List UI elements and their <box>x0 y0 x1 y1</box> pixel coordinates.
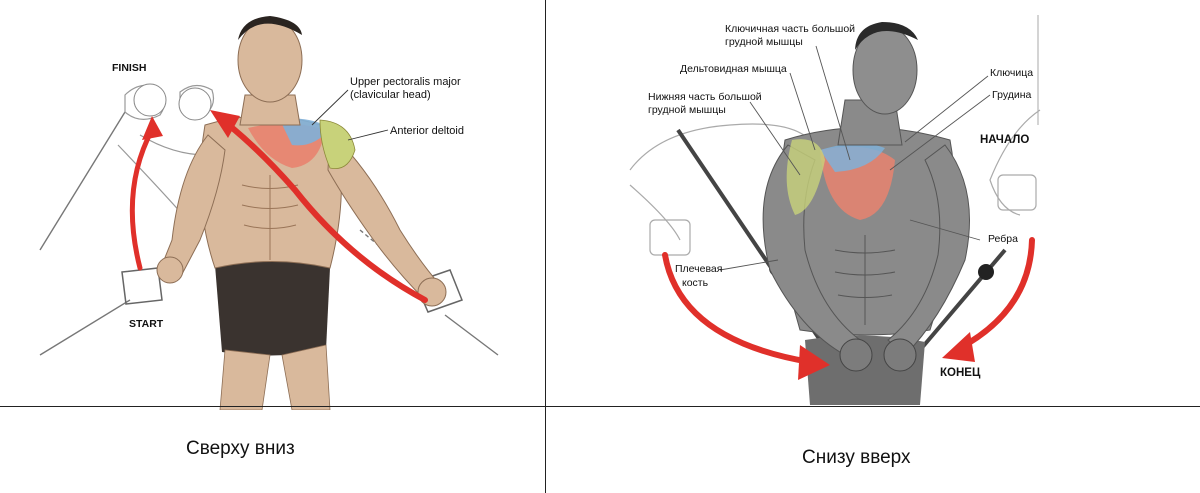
ghost-arms <box>629 109 1041 256</box>
end-label: КОНЕЦ <box>940 367 981 379</box>
start-label: START <box>129 318 164 330</box>
hair <box>855 22 918 50</box>
humerus-label-line2: кость <box>682 277 709 289</box>
hair <box>238 16 302 40</box>
left-arc-arrow <box>129 127 155 271</box>
sternum-label: Грудина <box>992 89 1032 101</box>
ribs-label: Ребра <box>988 233 1018 245</box>
abdominal-muscles <box>834 235 896 325</box>
figure-right-fist <box>156 256 184 284</box>
motion-arrows <box>129 110 428 303</box>
deltoid-label: Дельтовидная мышца <box>680 63 787 75</box>
right-diagram-svg: Ключичная часть большой грудной мышцы Де… <box>629 15 1041 405</box>
finish-hand-right <box>178 87 212 121</box>
left-arc-arrow <box>662 252 813 365</box>
right-arrow-head <box>942 332 975 362</box>
upper-pec-label-line1: Upper pectoralis major <box>350 76 461 88</box>
left-illustration: FINISH START Upper pectoralis major (cla… <box>30 0 500 411</box>
shorts <box>215 258 330 356</box>
left-lower-cable <box>39 299 131 356</box>
left-thigh <box>219 349 271 411</box>
left-arrow-head <box>142 116 163 140</box>
clavicular-label-line2: грудной мышцы <box>725 36 803 48</box>
lower-pec-label-line1: Нижняя часть большой <box>648 91 762 103</box>
humerus-label-line1: Плечевая <box>675 263 722 275</box>
right-illustration: Ключичная часть большой грудной мышцы Де… <box>620 10 1060 405</box>
left-arrow-head <box>798 345 830 380</box>
anterior-deltoid-label: Anterior deltoid <box>390 125 464 137</box>
right-lower-cable <box>444 314 499 356</box>
anterior-deltoid <box>319 119 356 169</box>
vertical-divider <box>545 0 546 493</box>
deltoid <box>786 139 825 215</box>
start-label: НАЧАЛО <box>980 134 1029 146</box>
head <box>237 17 303 103</box>
left-leader-lines <box>311 89 389 141</box>
right-caption: Снизу вверх <box>802 447 911 468</box>
left-diagram-svg: FINISH START Upper pectoralis major (cla… <box>39 16 499 411</box>
left-cables <box>39 111 499 356</box>
upper-pec-label-line2: (clavicular head) <box>350 89 431 101</box>
motion-arrows <box>662 237 1035 380</box>
horizontal-divider <box>0 406 1200 407</box>
right-arc-arrow <box>222 119 428 303</box>
right-fist <box>839 338 873 372</box>
right-arc-arrow <box>957 237 1035 351</box>
finish-label: FINISH <box>112 62 146 74</box>
left-upper-cable <box>39 111 126 251</box>
left-caption: Сверху вниз <box>186 438 295 459</box>
clavicle-label: Ключица <box>990 67 1033 79</box>
right-cable-ball <box>978 264 994 280</box>
right-leader-lines <box>719 45 991 271</box>
right-arrow-head <box>210 110 240 138</box>
lower-pec-label-line2: грудной мышцы <box>648 104 726 116</box>
left-fist <box>883 338 917 372</box>
finish-hand-left <box>133 83 167 117</box>
clavicular-label-line1: Ключичная часть большой <box>725 23 855 35</box>
right-thigh <box>281 344 331 411</box>
clavicular-pectoralis <box>820 143 885 172</box>
